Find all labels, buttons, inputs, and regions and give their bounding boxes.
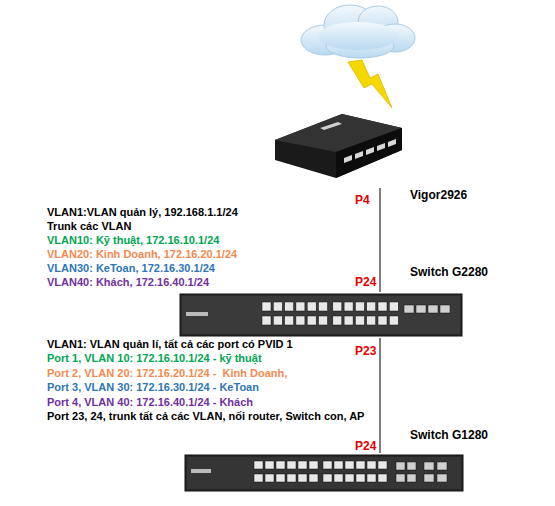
port-label: P24 bbox=[355, 276, 376, 289]
vlan-note: Trunk các VLAN bbox=[47, 220, 131, 233]
port bbox=[356, 461, 365, 469]
port-label: P4 bbox=[355, 194, 370, 207]
port bbox=[367, 474, 376, 482]
port bbox=[319, 316, 328, 325]
port bbox=[345, 461, 354, 469]
network-link bbox=[380, 338, 381, 453]
port bbox=[356, 474, 365, 482]
cloud bbox=[301, 5, 415, 58]
port bbox=[262, 316, 271, 325]
port bbox=[265, 461, 274, 469]
vlan-note: Port 2, VLAN 20: 172.16.20.1/24 - Kinh D… bbox=[47, 367, 287, 380]
port bbox=[262, 302, 271, 311]
port bbox=[307, 302, 316, 311]
port-label: P23 bbox=[355, 345, 376, 358]
port bbox=[345, 474, 354, 482]
port bbox=[254, 474, 263, 482]
port bbox=[298, 461, 307, 469]
port bbox=[367, 302, 376, 311]
port bbox=[378, 461, 387, 469]
network-link bbox=[380, 188, 381, 292]
vlan-note: Port 4, VLAN 40: 172.16.40.1/24 - Khách bbox=[47, 396, 253, 409]
port bbox=[287, 461, 296, 469]
vlan-note: VLAN1: VLAN quản lí, tất cả các port có … bbox=[47, 338, 293, 351]
port bbox=[389, 302, 398, 311]
vlan-note: Port 23, 24, trunk tất cả các VLAN, nối … bbox=[47, 410, 364, 423]
port bbox=[367, 461, 376, 469]
port bbox=[344, 302, 353, 311]
port bbox=[323, 461, 332, 469]
port bbox=[285, 316, 294, 325]
port bbox=[276, 474, 285, 482]
port bbox=[254, 461, 263, 469]
port bbox=[333, 316, 342, 325]
vlan-note: Port 3, VLAN 30: 172.16.30.1/24 - KeToan bbox=[47, 381, 259, 394]
port bbox=[334, 474, 343, 482]
port bbox=[309, 474, 318, 482]
router-illustration bbox=[275, 114, 402, 178]
vlan-note: Port 1, VLAN 10: 172.16.10.1/24 - kỹ thu… bbox=[47, 352, 262, 365]
vlan-note: VLAN30: KeToan, 172.16.30.1/24 bbox=[47, 262, 215, 275]
port bbox=[273, 302, 282, 311]
vlan-note: VLAN1:VLAN quản lý, 192.168.1.1/24 bbox=[47, 206, 238, 219]
port bbox=[344, 316, 353, 325]
port bbox=[273, 316, 282, 325]
vlan-note: VLAN20: Kinh Doanh, 172.16.20.1/24 bbox=[47, 248, 237, 261]
port bbox=[367, 316, 376, 325]
port bbox=[285, 302, 294, 311]
port-label: P24 bbox=[355, 440, 376, 453]
port bbox=[307, 316, 316, 325]
vlan-note: VLAN40: Khách, 172.16.40.1/24 bbox=[47, 276, 209, 289]
device-name: Switch G2280 bbox=[410, 265, 488, 279]
device-name: Switch G1280 bbox=[410, 428, 488, 442]
vlan-note: VLAN10: Kỹ thuật, 172.16.10.1/24 bbox=[47, 234, 219, 247]
port bbox=[298, 474, 307, 482]
switch-node: Switch G1280 bbox=[185, 453, 463, 493]
port bbox=[334, 461, 343, 469]
port bbox=[319, 302, 328, 311]
port bbox=[265, 474, 274, 482]
port bbox=[309, 461, 318, 469]
port bbox=[389, 316, 398, 325]
port bbox=[296, 316, 305, 325]
switch-g1280-illustration bbox=[185, 455, 463, 491]
device-name: Vigor2926 bbox=[410, 188, 467, 202]
lightning-bolt bbox=[348, 60, 392, 108]
port bbox=[378, 474, 387, 482]
port bbox=[323, 474, 332, 482]
port bbox=[276, 461, 285, 469]
port bbox=[378, 316, 387, 325]
switch-g2280-illustration bbox=[180, 294, 462, 336]
router-node: Vigor2926 bbox=[272, 108, 404, 188]
port bbox=[355, 316, 364, 325]
port bbox=[296, 302, 305, 311]
port bbox=[287, 474, 296, 482]
port bbox=[355, 302, 364, 311]
switch-node: Switch G2280 bbox=[180, 292, 462, 338]
port bbox=[333, 302, 342, 311]
port bbox=[378, 302, 387, 311]
